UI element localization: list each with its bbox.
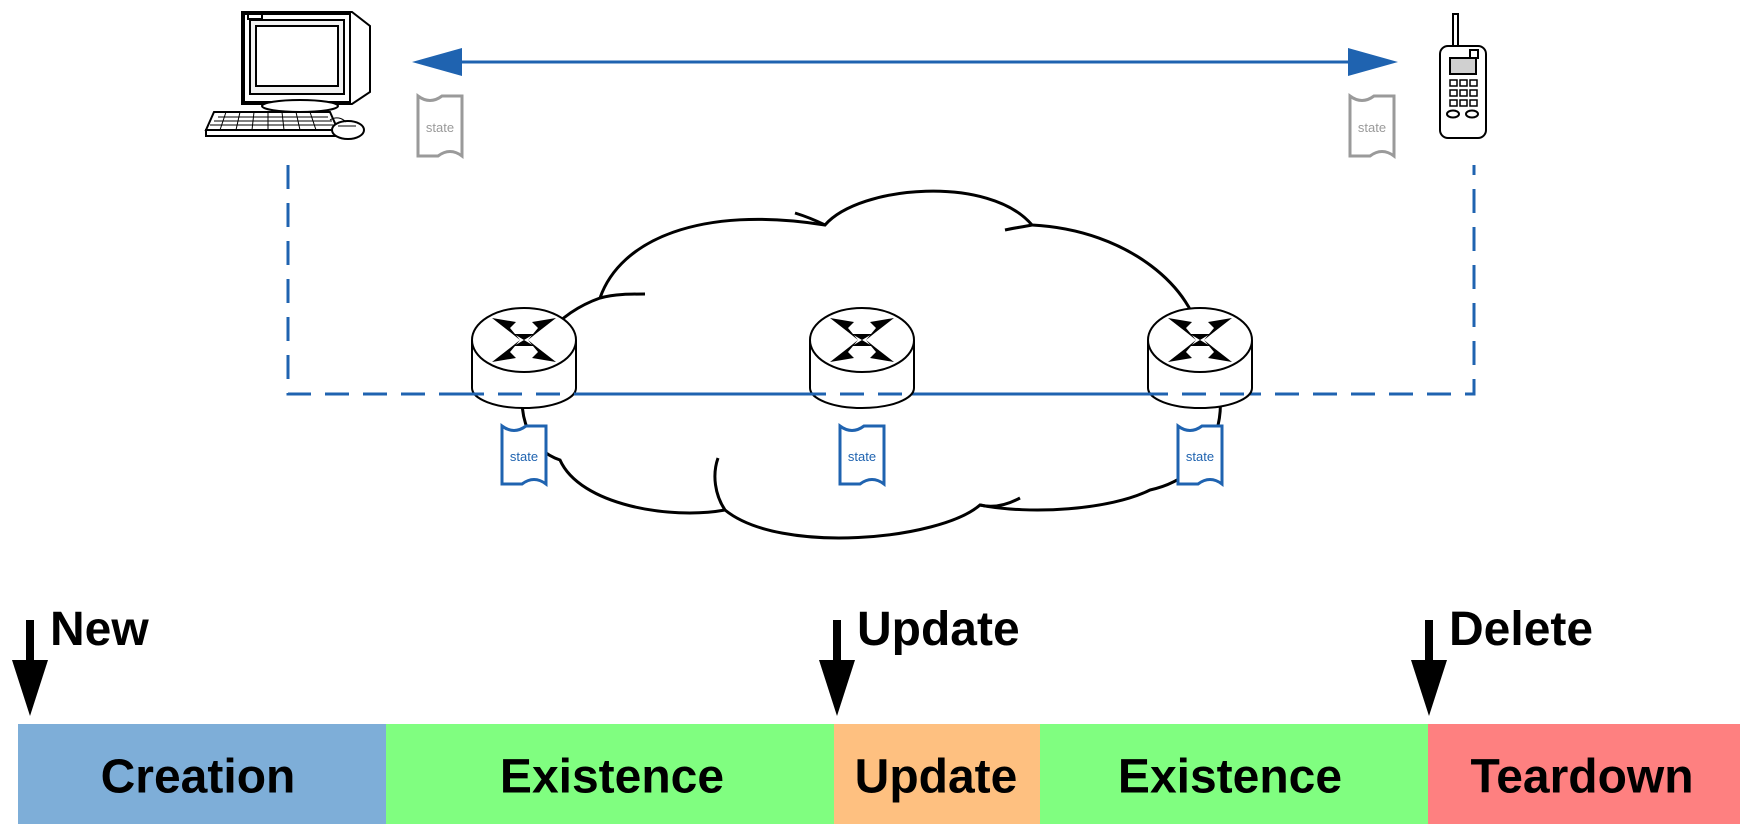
state-tag-router-3: state — [1176, 423, 1224, 487]
state-tag-router-2: state — [838, 423, 886, 487]
phase-update: Update — [834, 724, 1040, 824]
router-3 — [1147, 307, 1253, 409]
state-tag-endpoint-left: state — [416, 93, 464, 159]
phase-label-creation: Creation — [101, 751, 296, 804]
router-2 — [809, 307, 915, 409]
state-tag-label: state — [426, 120, 454, 135]
phase-existence-1: Existence — [386, 724, 834, 824]
state-tag-label: state — [1186, 449, 1214, 464]
state-tag-label: state — [510, 449, 538, 464]
state-tag-endpoint-right: state — [1348, 93, 1396, 159]
event-label-update: Update — [857, 603, 1020, 656]
router-arrows-icon — [1168, 318, 1232, 362]
phase-label-update: Update — [855, 751, 1018, 804]
phase-teardown: Teardown — [1428, 724, 1740, 824]
router-1 — [471, 307, 577, 409]
phase-label-existence-2: Existence — [1118, 751, 1342, 804]
router-arrows-icon — [830, 318, 894, 362]
router-arrows-icon — [492, 318, 556, 362]
phase-label-teardown: Teardown — [1470, 751, 1693, 804]
phase-existence-2: Existence — [1040, 724, 1428, 824]
lifecycle-phase-bar: Creation Existence Update Existence Tear… — [18, 724, 1740, 824]
event-new: New — [12, 603, 149, 716]
state-tag-label: state — [1358, 120, 1386, 135]
state-tag-label: state — [848, 449, 876, 464]
event-label-delete: Delete — [1449, 603, 1593, 656]
event-delete: Delete — [1411, 603, 1593, 716]
phase-label-existence-1: Existence — [500, 751, 724, 804]
end-to-end-arrow — [412, 48, 1398, 76]
mobile-phone-icon — [1439, 13, 1487, 139]
event-update: Update — [819, 603, 1020, 716]
state-tag-router-1: state — [500, 423, 548, 487]
event-label-new: New — [50, 603, 149, 656]
phase-creation: Creation — [18, 724, 386, 824]
desktop-computer-icon — [204, 11, 371, 140]
